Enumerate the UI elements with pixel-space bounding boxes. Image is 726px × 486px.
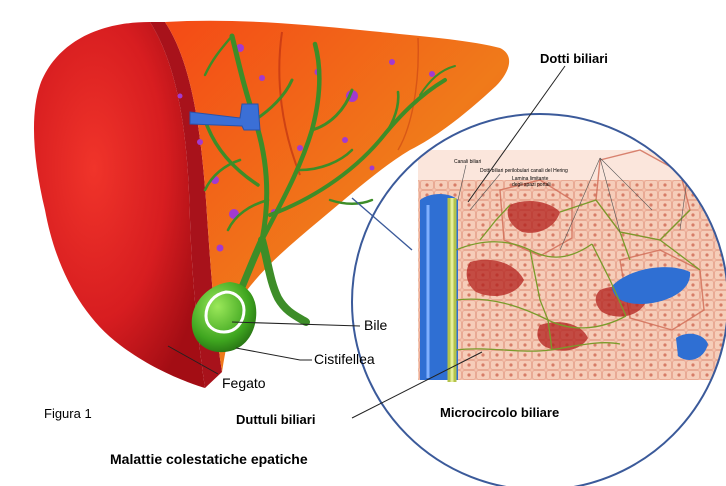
liver-left-lobe <box>33 22 205 388</box>
label-bile: Bile <box>364 317 388 333</box>
inset-label-dotti: Dotti biliari perilobulari canali del He… <box>480 168 568 174</box>
portal-vein <box>189 103 261 131</box>
inset-label-spazi: degli spazi portali <box>512 182 551 188</box>
label-cistifellea: Cistifellea <box>314 351 375 367</box>
inset-vein-right <box>612 267 691 304</box>
label-fegato: Fegato <box>222 375 266 391</box>
label-duttuli-biliari: Duttuli biliari <box>236 412 315 427</box>
figure-number: Figura 1 <box>44 406 92 421</box>
gallbladder <box>191 282 257 353</box>
figure-caption: Malattie colestatiche epatiche <box>110 451 308 467</box>
inset-label-canali: Canali biliari <box>454 159 481 165</box>
magnifier-circle <box>351 113 726 486</box>
label-microcircolo-biliare: Microcircolo biliare <box>440 405 559 420</box>
leader-lines <box>167 65 566 419</box>
inset-label-lamina: Lamina limitante <box>512 176 549 182</box>
label-dotti-biliari: Dotti biliari <box>540 51 608 66</box>
zoom-connector <box>351 197 413 251</box>
microcirculation-inset: Canali biliari Dotti biliari perilobular… <box>351 113 726 486</box>
liver <box>33 20 510 388</box>
common-bile-duct <box>258 236 310 326</box>
